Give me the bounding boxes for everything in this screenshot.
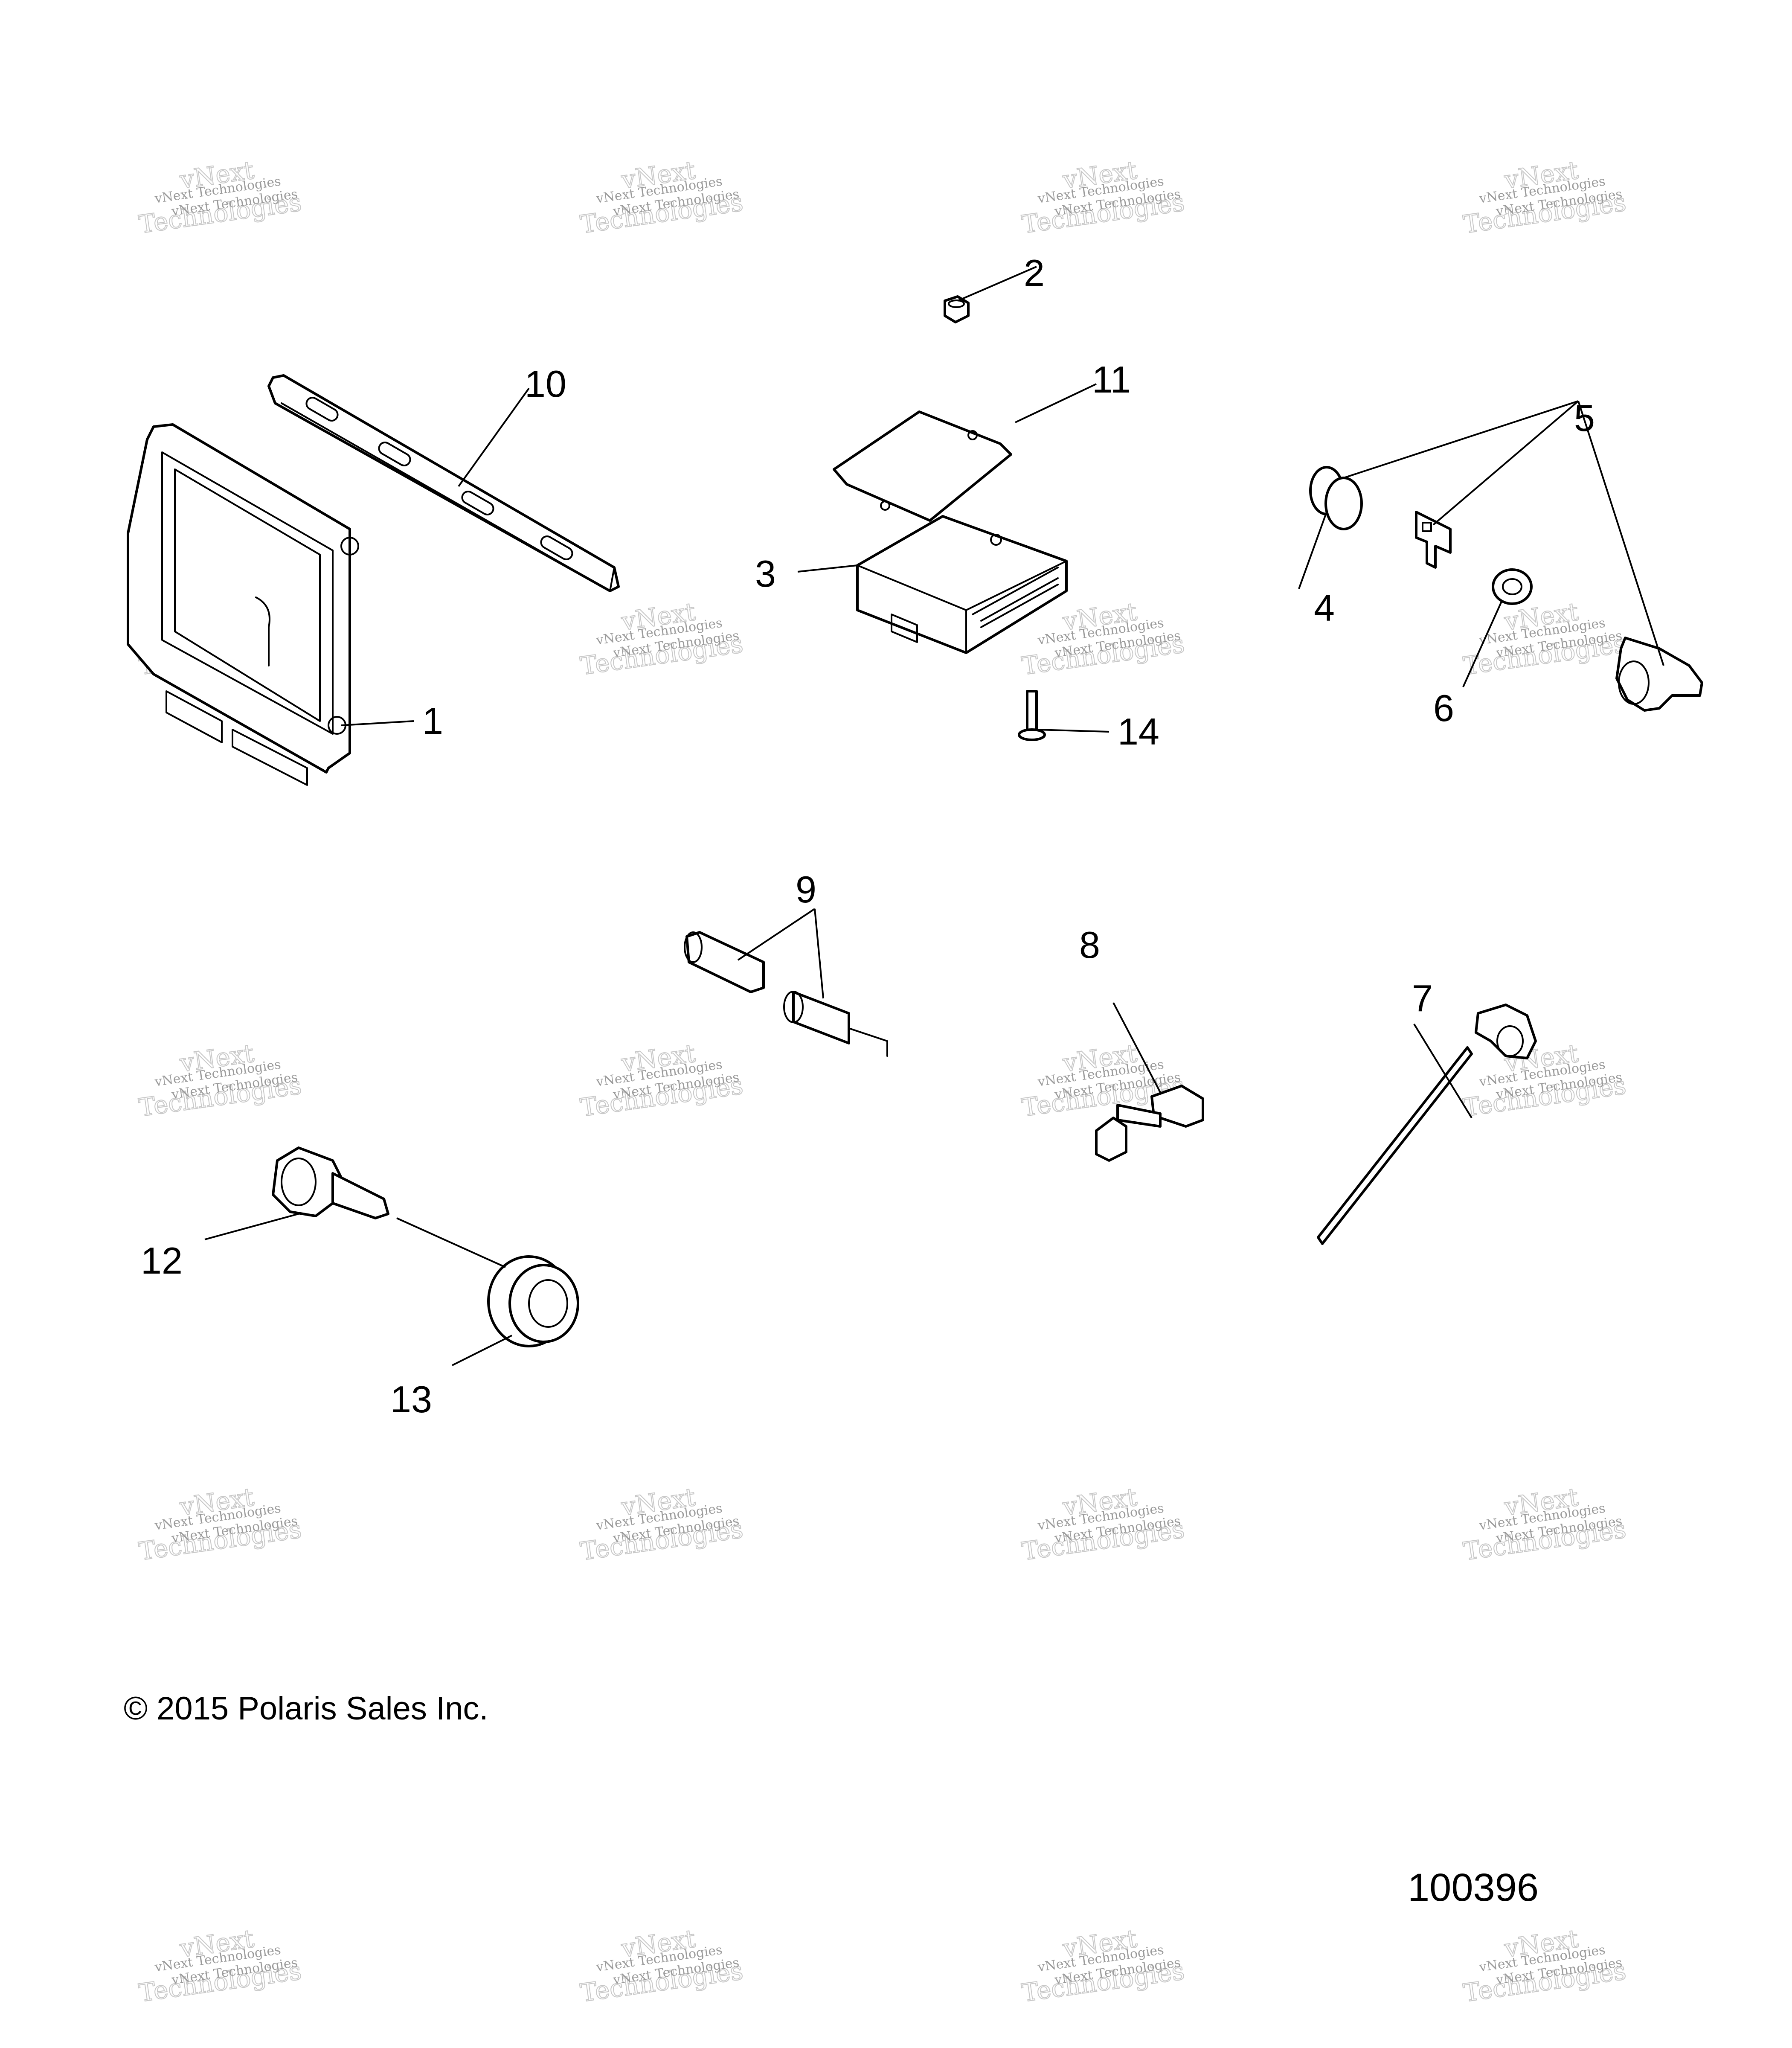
- callout-11: 11: [1092, 358, 1131, 401]
- part-3-module: [856, 515, 1068, 654]
- callout-9: 9: [796, 868, 816, 911]
- part-8-sensor: [1095, 1085, 1204, 1162]
- part-13-grommet: [487, 1255, 579, 1347]
- document-number: 100396: [1408, 1866, 1539, 1909]
- leader-lines: [204, 266, 1664, 1366]
- callout-12: 12: [141, 1239, 183, 1282]
- part-11-plate: [833, 410, 1012, 522]
- part-6-nut: [1492, 568, 1533, 605]
- callout-4: 4: [1314, 587, 1335, 629]
- part-9-sensor-b: [783, 991, 888, 1057]
- part-10-strap: [267, 374, 620, 592]
- callout-5: 5: [1574, 397, 1595, 439]
- callout-6: 6: [1433, 687, 1454, 729]
- copyright-notice: © 2015 Polaris Sales Inc.: [124, 1690, 488, 1727]
- part-7-sensor: [1317, 1004, 1537, 1245]
- callout-3: 3: [755, 553, 776, 595]
- part-5-key: [1415, 511, 1452, 569]
- callout-1: 1: [422, 700, 443, 742]
- callout-7: 7: [1412, 977, 1433, 1019]
- part-1-ecu: [127, 423, 359, 786]
- callout-labels: 1 2 3 4 5 6 7 8 9 10 11 12 13 14: [141, 252, 1595, 1420]
- callout-2: 2: [1024, 252, 1045, 294]
- part-12-plug: [272, 1146, 389, 1219]
- part-4-cap: [1309, 466, 1363, 530]
- callout-10: 10: [525, 363, 566, 405]
- part-14-bolt: [1018, 690, 1046, 741]
- part-2-nut: [944, 295, 970, 323]
- callout-13: 13: [390, 1378, 432, 1420]
- callout-8: 8: [1079, 924, 1100, 966]
- callout-14: 14: [1118, 710, 1159, 753]
- part-5-switch: [1615, 637, 1703, 712]
- part-9-sensor-a: [684, 931, 765, 993]
